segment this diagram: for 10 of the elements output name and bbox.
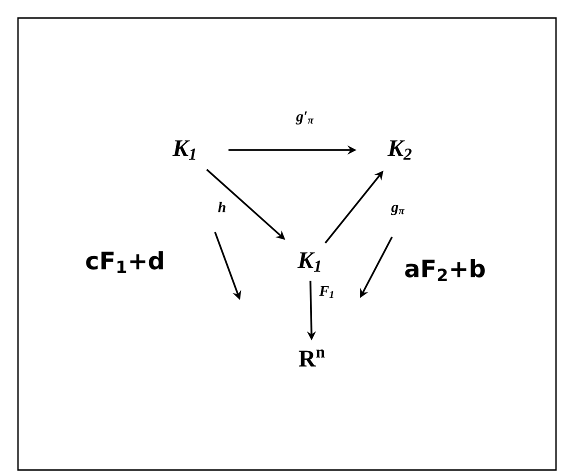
math-symbol: K$_{1}$ bbox=[297, 252, 320, 272]
math-symbol: R$^{n}$ bbox=[298, 350, 325, 366]
edge-label: h bbox=[218, 202, 226, 212]
edge-label: F$_{1}$ bbox=[319, 286, 334, 298]
handwritten-label: cF$_{1}$+d bbox=[86, 251, 163, 273]
edge-label: g′$_{π}$ bbox=[296, 112, 314, 124]
handwritten-label: aF$_{2}$+b bbox=[405, 259, 485, 282]
math-symbol: K$_{1}$ bbox=[172, 140, 196, 160]
math-symbol: K$_{2}$ bbox=[387, 140, 412, 160]
edge-label: g$_{π}$ bbox=[390, 204, 405, 216]
